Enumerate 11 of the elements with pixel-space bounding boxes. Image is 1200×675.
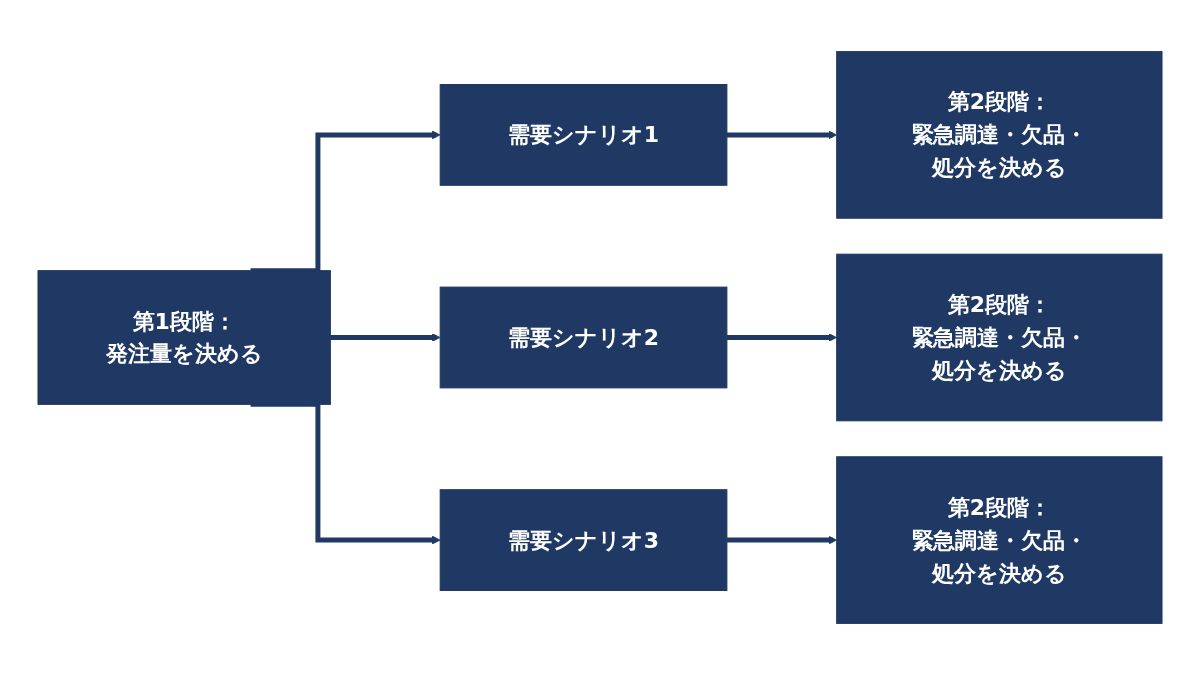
node-box: 第2段階： 緊急調達・欠品・処分を決める — [836, 51, 1163, 219]
node-box: 需要シナリオ3 — [439, 489, 728, 591]
node-box: 需要シナリオ1 — [439, 84, 728, 186]
arrow — [330, 333, 441, 342]
node-box: 第1段階： 発注量を決める — [37, 270, 331, 405]
node-box: 第2段階： 緊急調達・欠品・処分を決める — [836, 253, 1163, 422]
arrow — [726, 333, 838, 342]
node-box: 第2段階： 緊急調達・欠品・処分を決める — [836, 456, 1163, 624]
arrow — [726, 535, 838, 545]
arrow — [726, 130, 838, 140]
node-box: 需要シナリオ2 — [439, 286, 728, 389]
